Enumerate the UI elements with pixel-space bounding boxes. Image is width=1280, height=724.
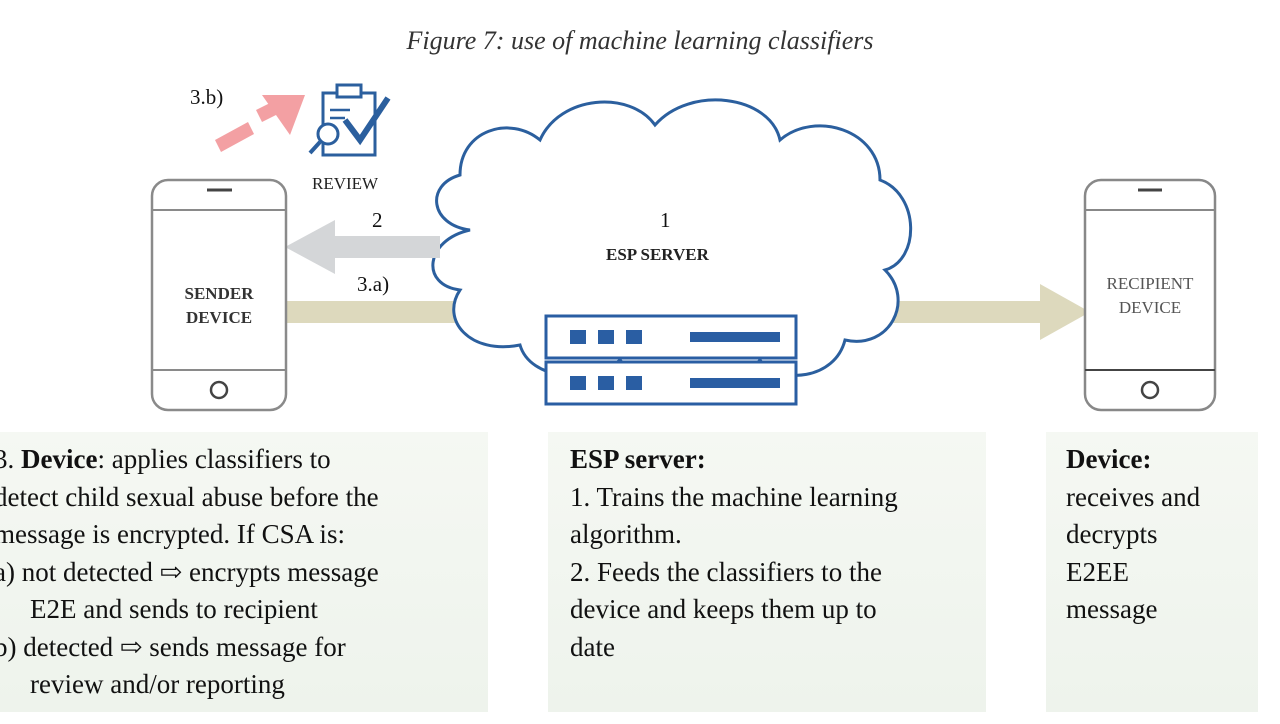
sender-label-line1: SENDER bbox=[184, 284, 254, 303]
review-label: REVIEW bbox=[312, 174, 379, 193]
sender-description-panel bbox=[0, 432, 488, 712]
step-3a-label: 3.a) bbox=[357, 272, 390, 296]
recipient-device-label: RECIPIENT DEVICE bbox=[1085, 272, 1215, 320]
figure-title: Figure 7: use of machine learning classi… bbox=[406, 26, 874, 55]
sender-text-line2: detect child sexual abuse before the bbox=[0, 481, 379, 512]
sender-device-label: SENDER DEVICE bbox=[152, 282, 286, 330]
server-icon bbox=[544, 314, 798, 406]
recipient-text-line1: receives and bbox=[1066, 481, 1201, 512]
server-heading: ESP server: bbox=[570, 444, 706, 474]
server-text-line1: 1. Trains the machine learning bbox=[570, 481, 898, 512]
server-text-line3: 2. Feeds the classifiers to the bbox=[570, 556, 882, 587]
recipient-description-text: Device: receives and decrypts E2EE messa… bbox=[1066, 441, 1200, 629]
step-2-label: 2 bbox=[372, 208, 383, 232]
step-3-text: : applies classifiers to bbox=[97, 444, 331, 474]
sender-phone-icon bbox=[150, 178, 288, 412]
recipient-description-panel bbox=[1046, 432, 1258, 712]
sender-description-text: 3. Device: applies classifiers to detect… bbox=[0, 441, 379, 704]
review-arrow-head bbox=[262, 95, 305, 135]
step-3b-label: 3.b) bbox=[190, 85, 224, 109]
server-text-line4: device and keeps them up to bbox=[570, 594, 877, 624]
sender-text-line5: E2E and sends to recipient bbox=[30, 594, 318, 624]
sender-text-line6: b) detected ⇨ sends message for bbox=[0, 631, 346, 662]
step-1-label: 1 bbox=[660, 208, 671, 232]
recipient-label-line1: RECIPIENT bbox=[1106, 274, 1194, 293]
review-arrow-dash1 bbox=[215, 122, 254, 152]
step-3-number: 3. bbox=[0, 444, 15, 474]
classifier-arrow-head bbox=[285, 220, 335, 274]
recipient-text-line4: message bbox=[1066, 594, 1158, 624]
clipboard-check-icon bbox=[308, 83, 391, 157]
recipient-text-line2: decrypts bbox=[1066, 519, 1158, 549]
sender-label-line2: DEVICE bbox=[185, 308, 253, 327]
recipient-phone-icon bbox=[1083, 178, 1217, 412]
sender-text-line7: review and/or reporting bbox=[30, 669, 285, 699]
recipient-heading: Device: bbox=[1066, 444, 1152, 474]
esp-server-label: ESP SERVER bbox=[606, 245, 709, 264]
server-description-panel bbox=[548, 432, 986, 712]
device-heading: Device bbox=[21, 444, 98, 474]
server-text-line2: algorithm. bbox=[570, 519, 682, 549]
recipient-text-line3: E2EE bbox=[1066, 556, 1129, 587]
send-arrow-head bbox=[1040, 284, 1090, 340]
sender-text-line4: a) not detected ⇨ encrypts message bbox=[0, 556, 379, 587]
server-description-text: ESP server: 1. Trains the machine learni… bbox=[570, 441, 898, 666]
sender-text-line3: message is encrypted. If CSA is: bbox=[0, 519, 345, 549]
classifier-arrow-shaft bbox=[330, 236, 440, 258]
server-text-line5: date bbox=[570, 631, 615, 662]
recipient-label-line2: DEVICE bbox=[1118, 298, 1182, 317]
